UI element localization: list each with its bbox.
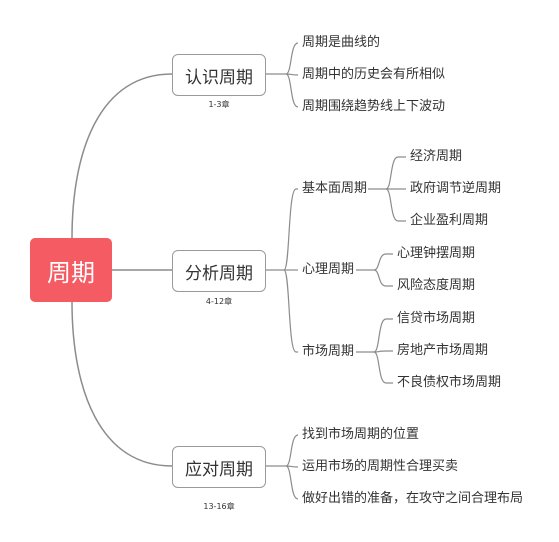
branch2-link-2 [283, 269, 298, 353]
branch-note: 4-12章 [205, 297, 233, 306]
sub-psychology-link-0 [373, 253, 393, 271]
leaf-item[interactable]: 信贷市场周期 [397, 311, 476, 326]
branch-note: 1-3章 [208, 100, 230, 109]
branch-label: 应对周期 [185, 459, 253, 480]
leaf-item[interactable]: 心理钟摆周期 [397, 246, 476, 261]
leaf-item[interactable]: 房地产市场周期 [397, 343, 489, 358]
sub-branch-fundamental[interactable]: 基本面周期 [302, 181, 368, 196]
leaf-item[interactable]: 风险态度周期 [397, 278, 476, 293]
branch3-link-2 [285, 465, 299, 500]
leaf-item[interactable]: 周期是曲线的 [302, 35, 381, 50]
leaf-item[interactable]: 不良债权市场周期 [397, 375, 502, 390]
sub-branch-psychology[interactable]: 心理周期 [302, 262, 355, 277]
branch2-link-0 [283, 188, 298, 271]
sub-psychology-link-1 [373, 269, 393, 287]
root-node[interactable]: 周期 [30, 238, 112, 302]
branch-node-recognize[interactable]: 认识周期 [172, 54, 266, 96]
branch3-link-0 [285, 434, 299, 467]
sub-fundamental-link-2 [385, 188, 406, 222]
link-root-recognize [71, 73, 173, 239]
branch-label: 认识周期 [185, 67, 253, 88]
branch-label: 分析周期 [185, 263, 253, 284]
leaf-item[interactable]: 周期中的历史会有所相似 [302, 67, 446, 82]
leaf-item[interactable]: 做好出错的准备，在攻守之间合理布局 [302, 491, 524, 506]
sub-branch-market[interactable]: 市场周期 [302, 344, 355, 359]
link-root-respond [71, 301, 173, 467]
branch-node-respond[interactable]: 应对周期 [172, 446, 266, 488]
sub-fundamental-link-0 [385, 156, 406, 190]
branch-node-analyze[interactable]: 分析周期 [172, 250, 266, 292]
branch1-link-2 [285, 73, 299, 108]
leaf-item[interactable]: 政府调节逆周期 [410, 181, 502, 196]
branch1-link-0 [285, 42, 299, 75]
leaf-item[interactable]: 周期围绕趋势线上下波动 [302, 99, 446, 114]
root-label: 周期 [47, 258, 95, 287]
leaf-item[interactable]: 找到市场周期的位置 [302, 427, 420, 442]
leaf-item[interactable]: 企业盈利周期 [410, 213, 489, 228]
sub-market-link-0 [373, 318, 393, 353]
sub-market-link-1 [373, 350, 393, 353]
leaf-item[interactable]: 运用市场的周期性合理买卖 [302, 459, 459, 474]
sub-market-link-2 [373, 351, 393, 384]
branch-note: 13-16章 [203, 502, 235, 511]
leaf-item[interactable]: 经济周期 [410, 149, 463, 164]
